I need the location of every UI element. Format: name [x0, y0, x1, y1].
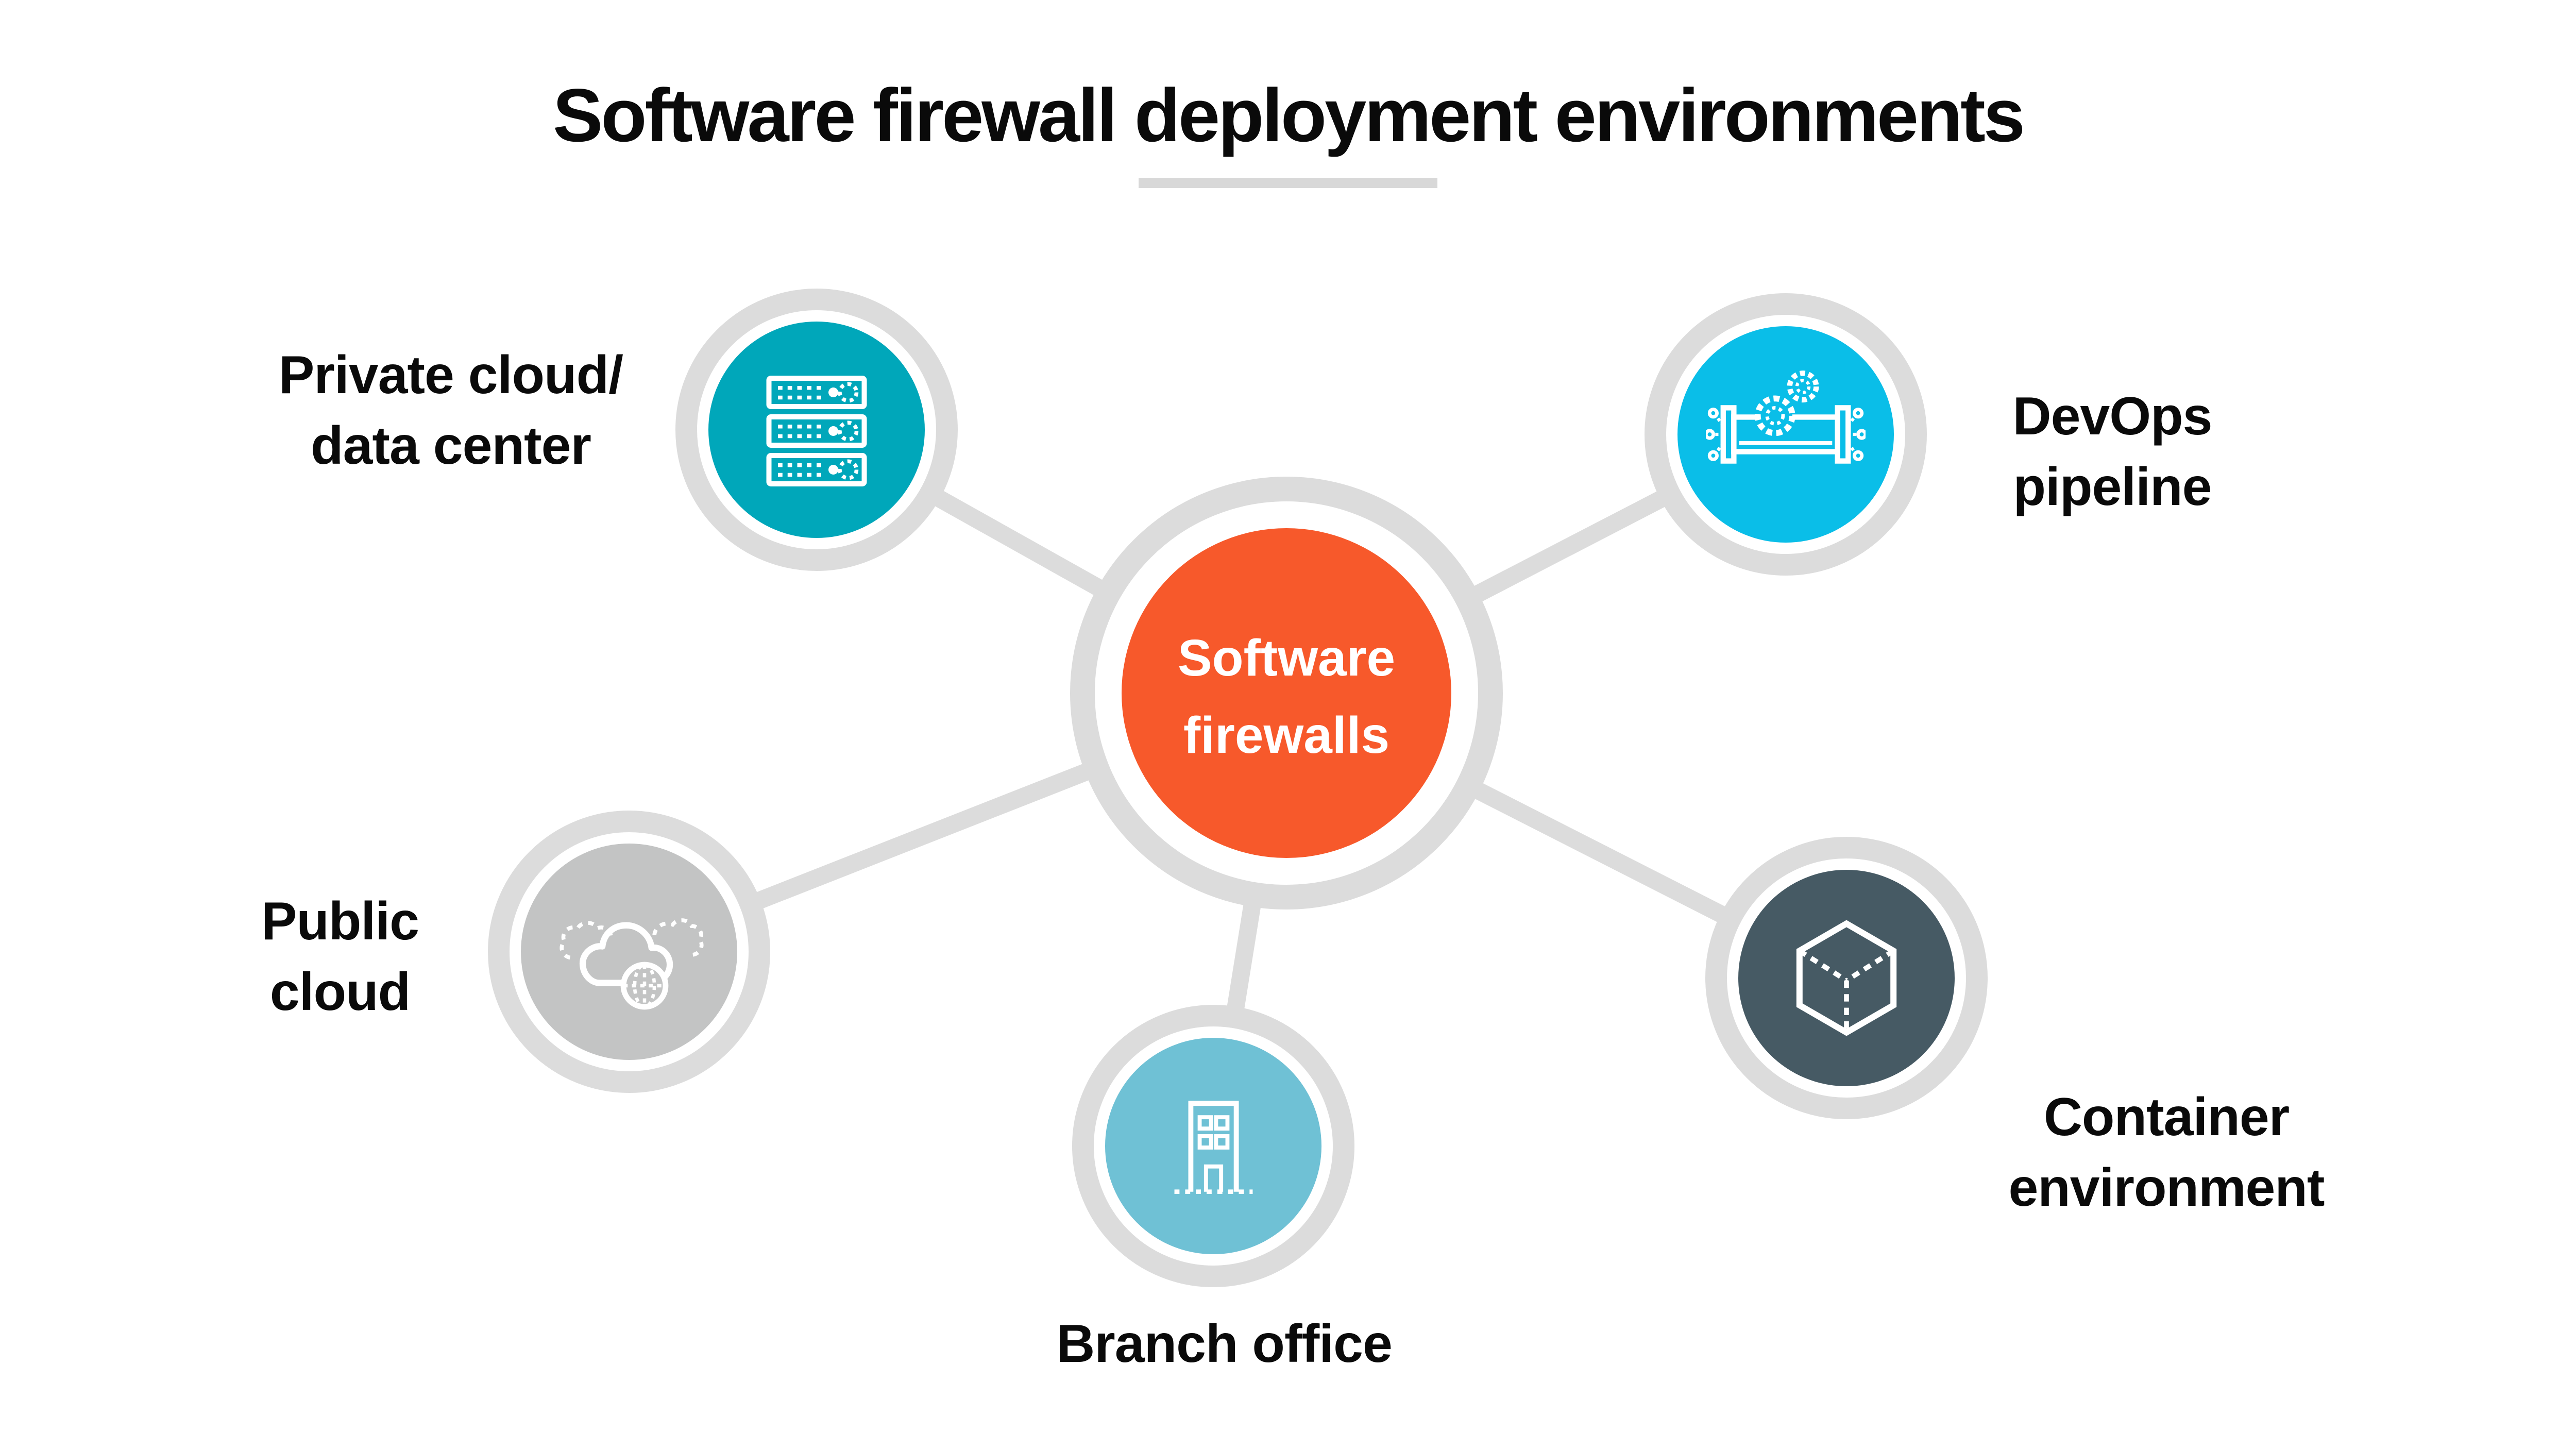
label-devops-pipeline: DevOps pipeline — [2012, 386, 2212, 517]
label-branch-office: Branch office — [1056, 1314, 1393, 1374]
pipeline-gears-icon — [1706, 370, 1866, 464]
private-cloud-circle — [708, 322, 925, 538]
software-firewalls-label: Software firewalls — [1177, 629, 1396, 764]
node-software-firewalls: Software firewalls — [1070, 477, 1503, 909]
public-cloud-circle — [521, 844, 737, 1060]
label-private-cloud-data-center: Private cloud/ data center — [279, 345, 623, 476]
label-public-cloud: Public cloud — [261, 891, 419, 1022]
office-building-icon — [1174, 1100, 1252, 1194]
node-branch-office — [1072, 1005, 1354, 1287]
devops-pipeline-circle — [1677, 326, 1894, 543]
server-rack-icon — [766, 376, 867, 486]
node-container-environment — [1705, 837, 1988, 1119]
page-title: Software firewall deployment environment… — [552, 73, 2025, 157]
title-underline — [1139, 178, 1437, 188]
container-cube-icon — [1796, 920, 1897, 1036]
label-container-environment: Container environment — [2008, 1087, 2325, 1218]
cloud-globe-icon — [560, 918, 704, 1009]
node-public-cloud — [488, 811, 770, 1093]
software-firewalls-circle: Software firewalls — [1122, 528, 1451, 858]
branch-office-circle — [1105, 1038, 1321, 1254]
container-environment-circle — [1738, 870, 1955, 1086]
